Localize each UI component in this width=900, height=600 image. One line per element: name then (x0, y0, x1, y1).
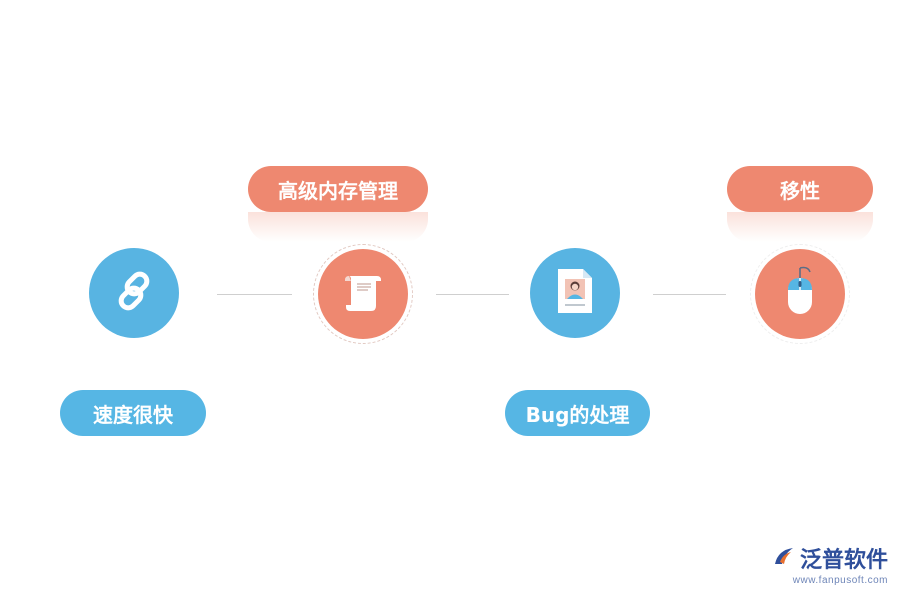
brand-mark-icon (772, 544, 796, 572)
node-memory-circle (318, 249, 408, 339)
node-bug-circle (530, 248, 620, 338)
node-memory-ring (313, 244, 413, 344)
node-speed-label: 速度很快 (60, 390, 206, 436)
node-speed-circle (89, 248, 179, 338)
node-memory-label: 高级内存管理 (248, 166, 428, 212)
scroll-document-icon (338, 267, 388, 321)
profile-document-icon (552, 265, 598, 321)
node-portability-reflection (727, 212, 873, 242)
node-portability-ring (750, 244, 850, 344)
connector-line (217, 294, 292, 295)
computer-mouse-icon (778, 264, 822, 324)
brand-url: www.fanpusoft.com (792, 575, 888, 586)
connector-line (653, 294, 726, 295)
link-icon (110, 267, 158, 319)
node-portability-label: 移性 (727, 166, 873, 212)
connector-line (436, 294, 509, 295)
node-portability-circle (755, 249, 845, 339)
brand-name: 泛普软件 (799, 548, 888, 573)
node-memory-reflection (248, 212, 428, 242)
brand-logo: 泛普软件 www.fanpusoft.com (772, 542, 888, 586)
node-bug-label: Bug的处理 (505, 390, 650, 436)
